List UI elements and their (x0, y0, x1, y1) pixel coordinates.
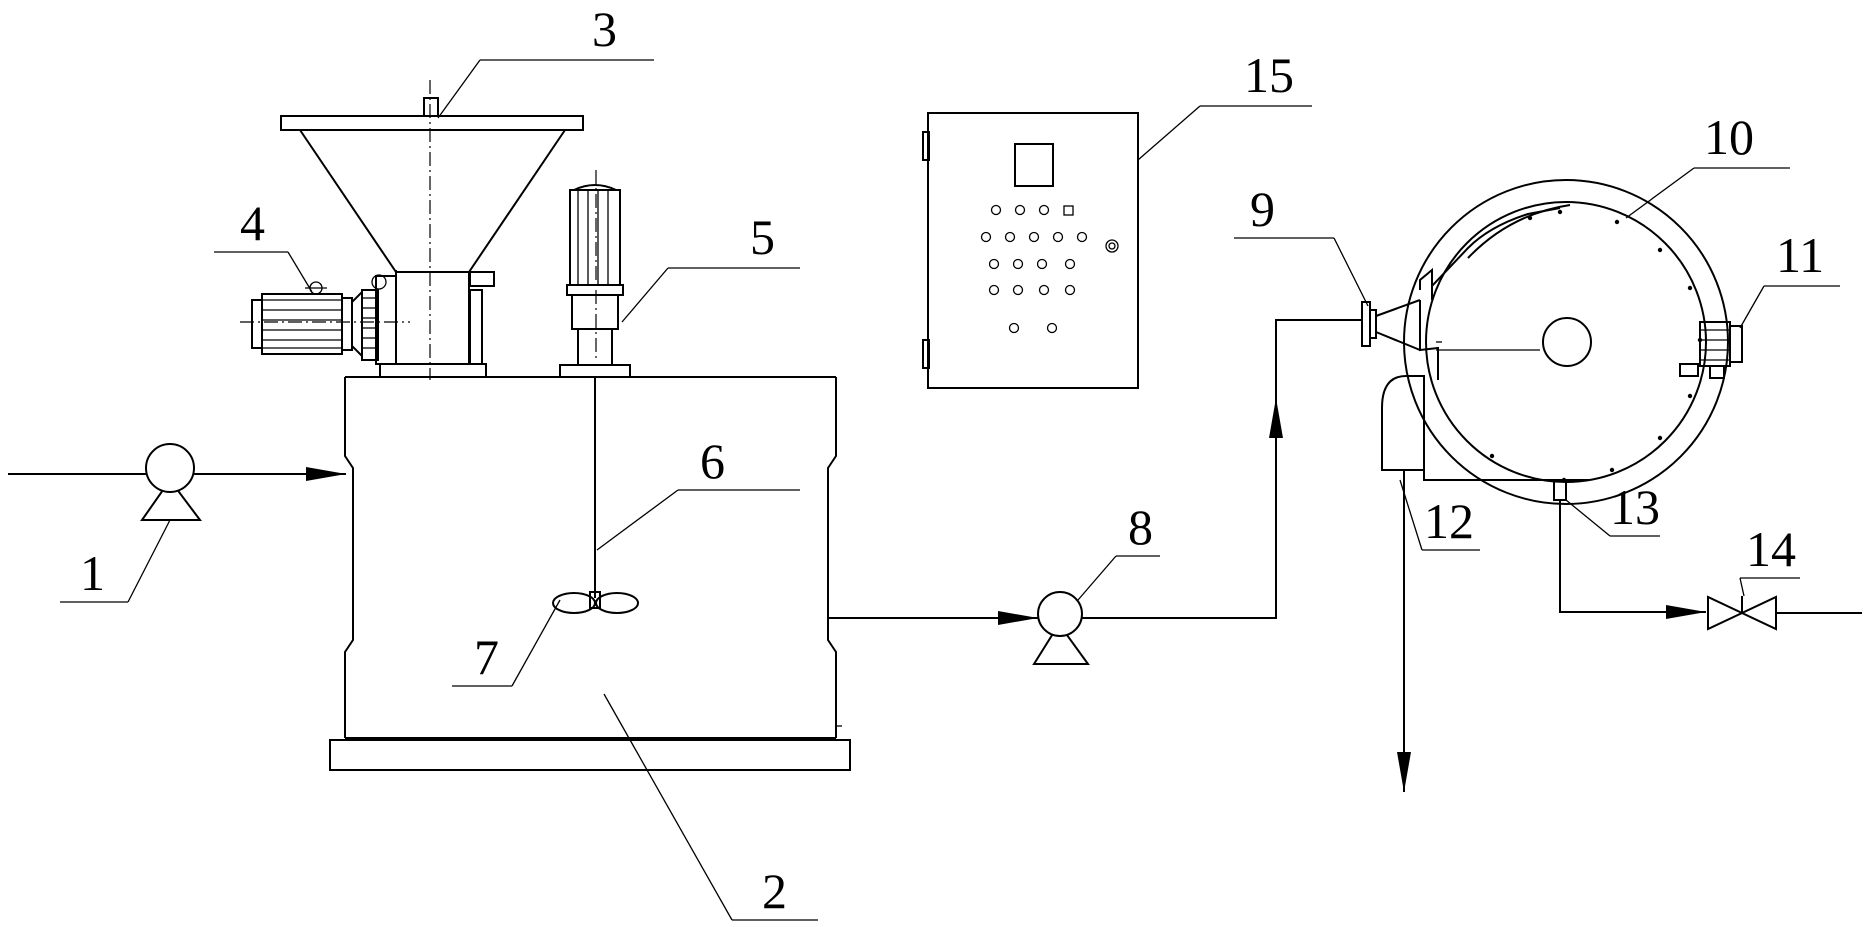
drum-bolts (1489, 209, 1703, 483)
agitator-motor (559, 184, 631, 378)
outlet-valve (1707, 595, 1862, 631)
label-8: 8 (1128, 499, 1153, 555)
label-2: 2 (762, 863, 787, 919)
label-5: 5 (750, 209, 775, 265)
screw-feeder (371, 271, 495, 378)
rotary-drum (1403, 179, 1729, 505)
label-3: 3 (592, 1, 617, 57)
mixing-tank (329, 376, 851, 771)
discharge-chute (1381, 375, 1425, 792)
label-1: 1 (80, 545, 105, 601)
leader-lines (60, 59, 1840, 921)
label-15: 15 (1244, 47, 1294, 103)
inlet-flange (1361, 299, 1421, 351)
label-6: 6 (700, 433, 725, 489)
label-4: 4 (240, 195, 265, 251)
label-7: 7 (474, 629, 499, 685)
drum-motor (1679, 321, 1743, 379)
powder-hopper (280, 97, 584, 273)
panel-buttons (980, 204, 1119, 334)
impeller (552, 591, 639, 614)
label-13: 13 (1610, 479, 1660, 535)
label-12: 12 (1424, 493, 1474, 549)
label-11: 11 (1776, 227, 1824, 283)
feeder-motor (240, 281, 410, 361)
control-cabinet (922, 112, 1139, 389)
label-10: 10 (1704, 109, 1754, 165)
filtrate-outlet (1553, 479, 1706, 619)
feed-pipe (1082, 319, 1362, 619)
inlet-pump (8, 443, 346, 521)
transfer-pump (1032, 591, 1090, 665)
label-9: 9 (1250, 181, 1275, 237)
label-14: 14 (1746, 521, 1796, 577)
